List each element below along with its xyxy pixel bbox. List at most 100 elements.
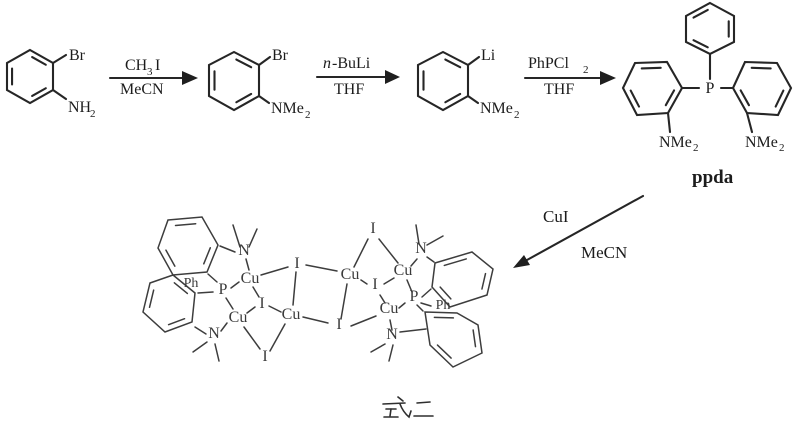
double-bond-line (664, 89, 676, 107)
structure-bromo-dimethylaniline: Br NMe 2 (207, 47, 311, 121)
bond-to-nme2 (257, 94, 271, 105)
double-bond-line (750, 66, 772, 70)
iodine-atom-label: I (294, 255, 299, 272)
nme2-right-label: NMe (745, 134, 778, 151)
double-bond-line (165, 249, 176, 267)
double-bond-line (235, 58, 253, 69)
nme2-left-subscript: 2 (693, 142, 699, 154)
cu-atom-label: Cu (380, 300, 399, 317)
right-aryl-ring (731, 60, 793, 117)
n-atom-label: N (415, 240, 427, 257)
solvent-thf: THF (334, 81, 364, 98)
cluster-ring-upper-right (431, 251, 494, 308)
benzene-ring (207, 50, 261, 112)
solvent-mecn: MeCN (120, 81, 164, 98)
nh2-subscript: 2 (90, 108, 96, 120)
cu-atom-label: Cu (241, 270, 260, 287)
reagent-ch3i: CH (125, 57, 148, 74)
p-atom-label: P (219, 281, 228, 298)
p-atom-label: P (410, 288, 419, 305)
structure-ppda: P NMe 2 NMe 2 ppda (621, 1, 793, 188)
cu-atom-label: Cu (282, 306, 301, 323)
bond-right-nme2 (745, 111, 754, 134)
reagent-cui: CuI (543, 207, 569, 226)
double-bond-line (174, 222, 197, 227)
reagent-ch3i-sub: 3 (147, 66, 153, 78)
ph-group-label: Ph (184, 276, 199, 291)
cluster-bonds (192, 224, 444, 362)
arrowhead-icon (600, 71, 616, 85)
benzene-ring (416, 50, 470, 112)
double-bond-line (235, 92, 253, 104)
reagent-phpcl2: PhPCl (528, 55, 569, 72)
reaction-row: Br NH 2 CH 3 I MeCN Br NMe 2 n -BuLi (5, 1, 793, 268)
double-bond-line (31, 55, 47, 66)
cluster-ring-lower-right (424, 311, 483, 368)
double-bond-line (443, 258, 467, 267)
arrowhead-icon (513, 255, 530, 268)
double-bond-line (640, 66, 662, 70)
double-bond-line (31, 87, 47, 98)
bond-to-nme2 (466, 94, 480, 105)
double-bond-line (692, 8, 709, 19)
iodine-atom-label: I (336, 316, 341, 333)
nme2-label: NMe (480, 100, 513, 117)
nme2-subscript: 2 (514, 109, 520, 121)
ppda-name-label: ppda (692, 167, 734, 188)
cluster-ring-upper-left (157, 216, 219, 276)
double-bond-line (433, 316, 455, 319)
reaction-arrow-3: PhPCl 2 THF (523, 55, 616, 98)
double-bond-line (444, 92, 462, 104)
reagent-nbuli: -BuLi (332, 55, 371, 72)
double-bond-line (774, 89, 785, 108)
double-bond-line (444, 58, 462, 69)
arrow-line (525, 194, 645, 262)
double-bond-line (739, 89, 751, 107)
p-atom-label: P (706, 80, 715, 97)
benzene-ring (5, 48, 55, 105)
double-bond-line (148, 289, 155, 309)
cu-atom-label: Cu (394, 262, 413, 279)
reaction-arrow-2: n -BuLi THF (315, 55, 400, 98)
reaction-arrow-4: CuI MeCN (513, 194, 645, 268)
bond-to-nh2 (51, 88, 68, 101)
scheme-caption: 式二 (378, 394, 438, 422)
double-bond-line (472, 329, 477, 348)
solvent-mecn: MeCN (581, 243, 627, 262)
bond-to-br (257, 55, 272, 67)
nh2-label: NH (68, 99, 92, 116)
structure-2-bromoaniline: Br NH 2 (5, 47, 96, 120)
iodine-atom-label: I (262, 348, 267, 365)
nme2-left-label: NMe (659, 134, 692, 151)
n-atom-label: N (238, 242, 250, 259)
arrowhead-icon (385, 70, 400, 84)
bond-to-li (466, 55, 481, 67)
n-atom-label: N (386, 326, 398, 343)
bond-to-br (51, 53, 68, 65)
li-label: Li (481, 47, 496, 64)
double-bond-line (167, 317, 186, 326)
double-bond-line (203, 247, 212, 265)
double-bond-line (439, 286, 452, 300)
iodine-atom-label: I (372, 276, 377, 293)
reagent-phpcl2-sub: 2 (583, 64, 589, 76)
reagent-nbuli-n: n (323, 55, 331, 72)
double-bond-line (173, 282, 189, 295)
nme2-label: NMe (271, 100, 304, 117)
solvent-thf: THF (544, 81, 574, 98)
reaction-arrow-1: CH 3 I MeCN (108, 57, 198, 98)
cluster-ring-lower-left (142, 274, 196, 333)
double-bond-line (481, 272, 487, 290)
cluster-product: Cu Cu Cu Cu Cu Cu I I I I I I P P N N N … (142, 216, 494, 368)
br-label: Br (272, 47, 289, 64)
bond-left-nme2 (666, 111, 672, 134)
cu-atom-label: Cu (341, 266, 360, 283)
br-label: Br (69, 47, 86, 64)
nme2-right-subscript: 2 (779, 142, 785, 154)
iodine-atom-label: I (370, 220, 375, 237)
ph-group-label: Ph (436, 298, 451, 313)
structure-lithio-dimethylaniline: Li NMe 2 (416, 47, 520, 121)
double-bond-line (629, 89, 641, 108)
double-bond-line (436, 344, 452, 359)
